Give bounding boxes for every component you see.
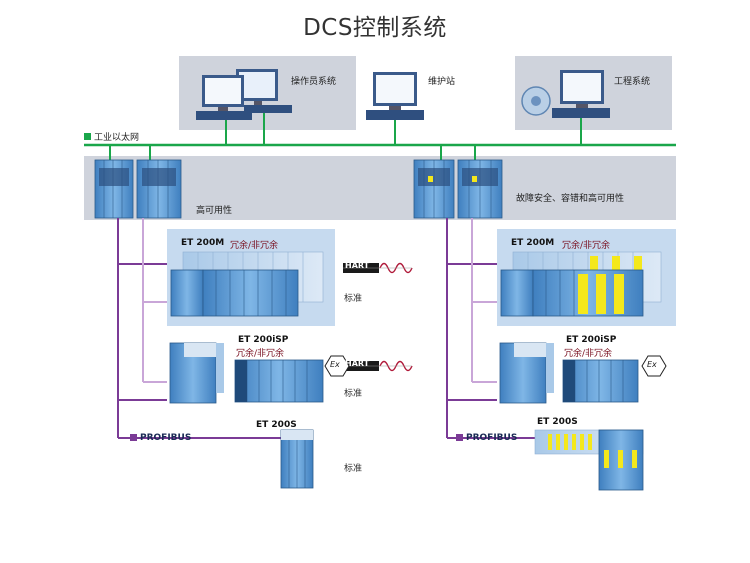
left-controller-racks [94, 159, 182, 219]
ethernet-drops [225, 113, 582, 145]
left-et200m-redundancy: 冗余/非冗余 [230, 241, 279, 251]
left-standard-label-3: 标准 [344, 464, 363, 474]
right-profibus-label: PROFIBUS [466, 433, 518, 443]
left-et200isp-redundancy: 冗余/非冗余 [236, 349, 285, 359]
maintenance-station-label: 维护站 [428, 77, 456, 87]
right-et200isp-label: ET 200iSP [566, 335, 617, 345]
right-ex-label: Ex [647, 360, 657, 369]
right-et200m-label: ET 200M [511, 238, 555, 248]
page-title: DCS控制系统 [303, 15, 447, 41]
left-ex-symbol [324, 355, 350, 377]
operator-computer-icon [196, 69, 292, 120]
hart-signal-1 [343, 262, 413, 274]
right-et200m-redundancy: 冗余/非冗余 [562, 241, 611, 251]
maintenance-computer-icon [366, 72, 424, 120]
left-profibus-legend-icon [130, 434, 137, 441]
left-et200isp-label: ET 200iSP [238, 335, 289, 345]
left-controller-label: 高可用性 [196, 206, 233, 216]
right-et200isp-module [499, 342, 639, 404]
controller-ethernet-drops [109, 145, 476, 162]
right-et200s-module [534, 429, 644, 491]
left-ex-label: Ex [330, 360, 340, 369]
left-et200s-module [280, 429, 314, 489]
hart-signal-2 [343, 360, 413, 372]
left-controller-panel [84, 156, 414, 220]
left-standard-label-1: 标准 [344, 294, 363, 304]
right-et200s-label: ET 200S [537, 417, 578, 427]
left-et200isp-module [169, 342, 324, 404]
left-profibus-redundant [142, 218, 167, 383]
engineering-computer-icon [521, 70, 610, 118]
right-et200m-racks [500, 251, 662, 317]
left-profibus-label: PROFIBUS [140, 433, 192, 443]
right-controller-racks [413, 159, 503, 219]
operator-station-label: 操作员系统 [291, 77, 337, 87]
ethernet-label: 工业以太网 [94, 133, 140, 143]
left-et200m-label: ET 200M [181, 238, 225, 248]
right-controller-label: 故障安全、容错和高可用性 [516, 194, 625, 204]
left-et200s-label: ET 200S [256, 420, 297, 430]
right-profibus-legend-icon [456, 434, 463, 441]
left-profibus-lines [117, 218, 285, 439]
right-et200isp-redundancy: 冗余/非冗余 [564, 349, 613, 359]
ethernet-legend-icon [84, 133, 91, 140]
right-ex-symbol [641, 355, 667, 377]
hart-label-2: HART [345, 359, 370, 368]
engineering-station-label: 工程系统 [614, 77, 651, 87]
right-profibus-redundant [471, 218, 497, 383]
hart-label-1: HART [345, 261, 370, 270]
left-et200m-racks [170, 251, 324, 317]
left-standard-label-2: 标准 [344, 389, 363, 399]
